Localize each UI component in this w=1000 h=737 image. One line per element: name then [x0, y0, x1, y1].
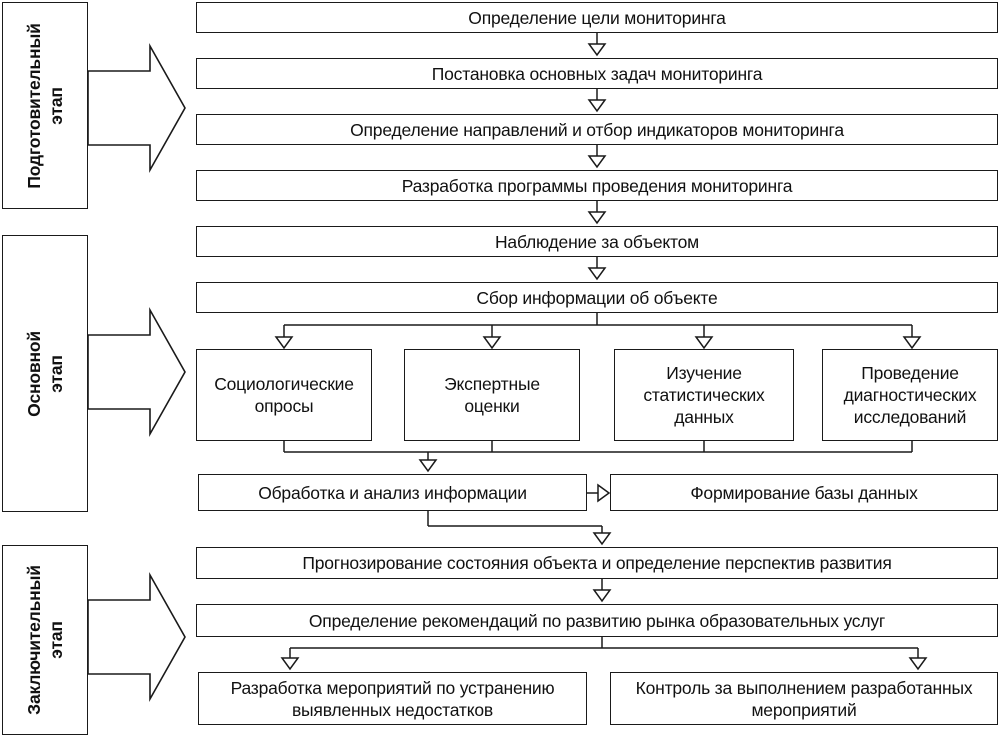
step-observation: Наблюдение за объектом	[196, 226, 998, 257]
arrowhead-program	[587, 155, 607, 169]
step-directions: Определение направлений и отбор индикато…	[196, 114, 998, 145]
step-control: Контроль за выполнением разработанных ме…	[610, 672, 998, 725]
step-goal: Определение цели мониторинга	[196, 2, 998, 33]
final-stage-arrow	[87, 571, 186, 703]
arrowhead-database	[597, 483, 611, 503]
method-statistics: Изучение статистических данных	[614, 349, 794, 441]
stage-main: Основной этап	[2, 235, 88, 512]
step-collection: Сбор информации об объекте	[196, 282, 998, 313]
stage-final: Заключительный этап	[2, 545, 88, 735]
arrowhead-expert	[482, 336, 502, 350]
arrowhead-observation	[587, 211, 607, 225]
step-measures: Разработка мероприятий по устранению выя…	[198, 672, 587, 725]
arrowhead-surveys	[274, 336, 294, 350]
arrowhead-directions	[587, 99, 607, 113]
preparatory-stage-arrow	[87, 42, 186, 174]
stage-preparatory: Подготовительный этап	[2, 2, 88, 209]
arrowhead-processing	[418, 459, 438, 473]
arrowhead-tasks	[587, 43, 607, 57]
arrowhead-collection	[587, 267, 607, 281]
arrowhead-diagnostics	[902, 336, 922, 350]
method-expert: Экспертные оценки	[404, 349, 580, 441]
step-tasks: Постановка основных задач мониторинга	[196, 58, 998, 89]
arrowhead-forecast	[592, 532, 612, 546]
step-processing: Обработка и анализ информации	[198, 474, 587, 511]
stage-main-label: Основной этап	[24, 330, 66, 417]
arrowhead-statistics	[694, 336, 714, 350]
arrowhead-recommendations	[592, 589, 612, 603]
step-forecast: Прогнозирование состояния объекта и опре…	[196, 547, 998, 579]
stage-preparatory-label: Подготовительный этап	[24, 22, 66, 189]
arrowhead-control	[908, 657, 928, 671]
stage-final-label: Заключительный этап	[24, 565, 66, 715]
method-diagnostics: Проведение диагностических исследований	[822, 349, 998, 441]
step-database: Формирование базы данных	[610, 474, 998, 511]
step-recommendations: Определение рекомендаций по развитию рын…	[196, 604, 998, 637]
step-program: Разработка программы проведения монитори…	[196, 170, 998, 201]
main-stage-arrow	[87, 306, 186, 438]
method-surveys: Социологические опросы	[196, 349, 372, 441]
arrowhead-measures	[280, 657, 300, 671]
